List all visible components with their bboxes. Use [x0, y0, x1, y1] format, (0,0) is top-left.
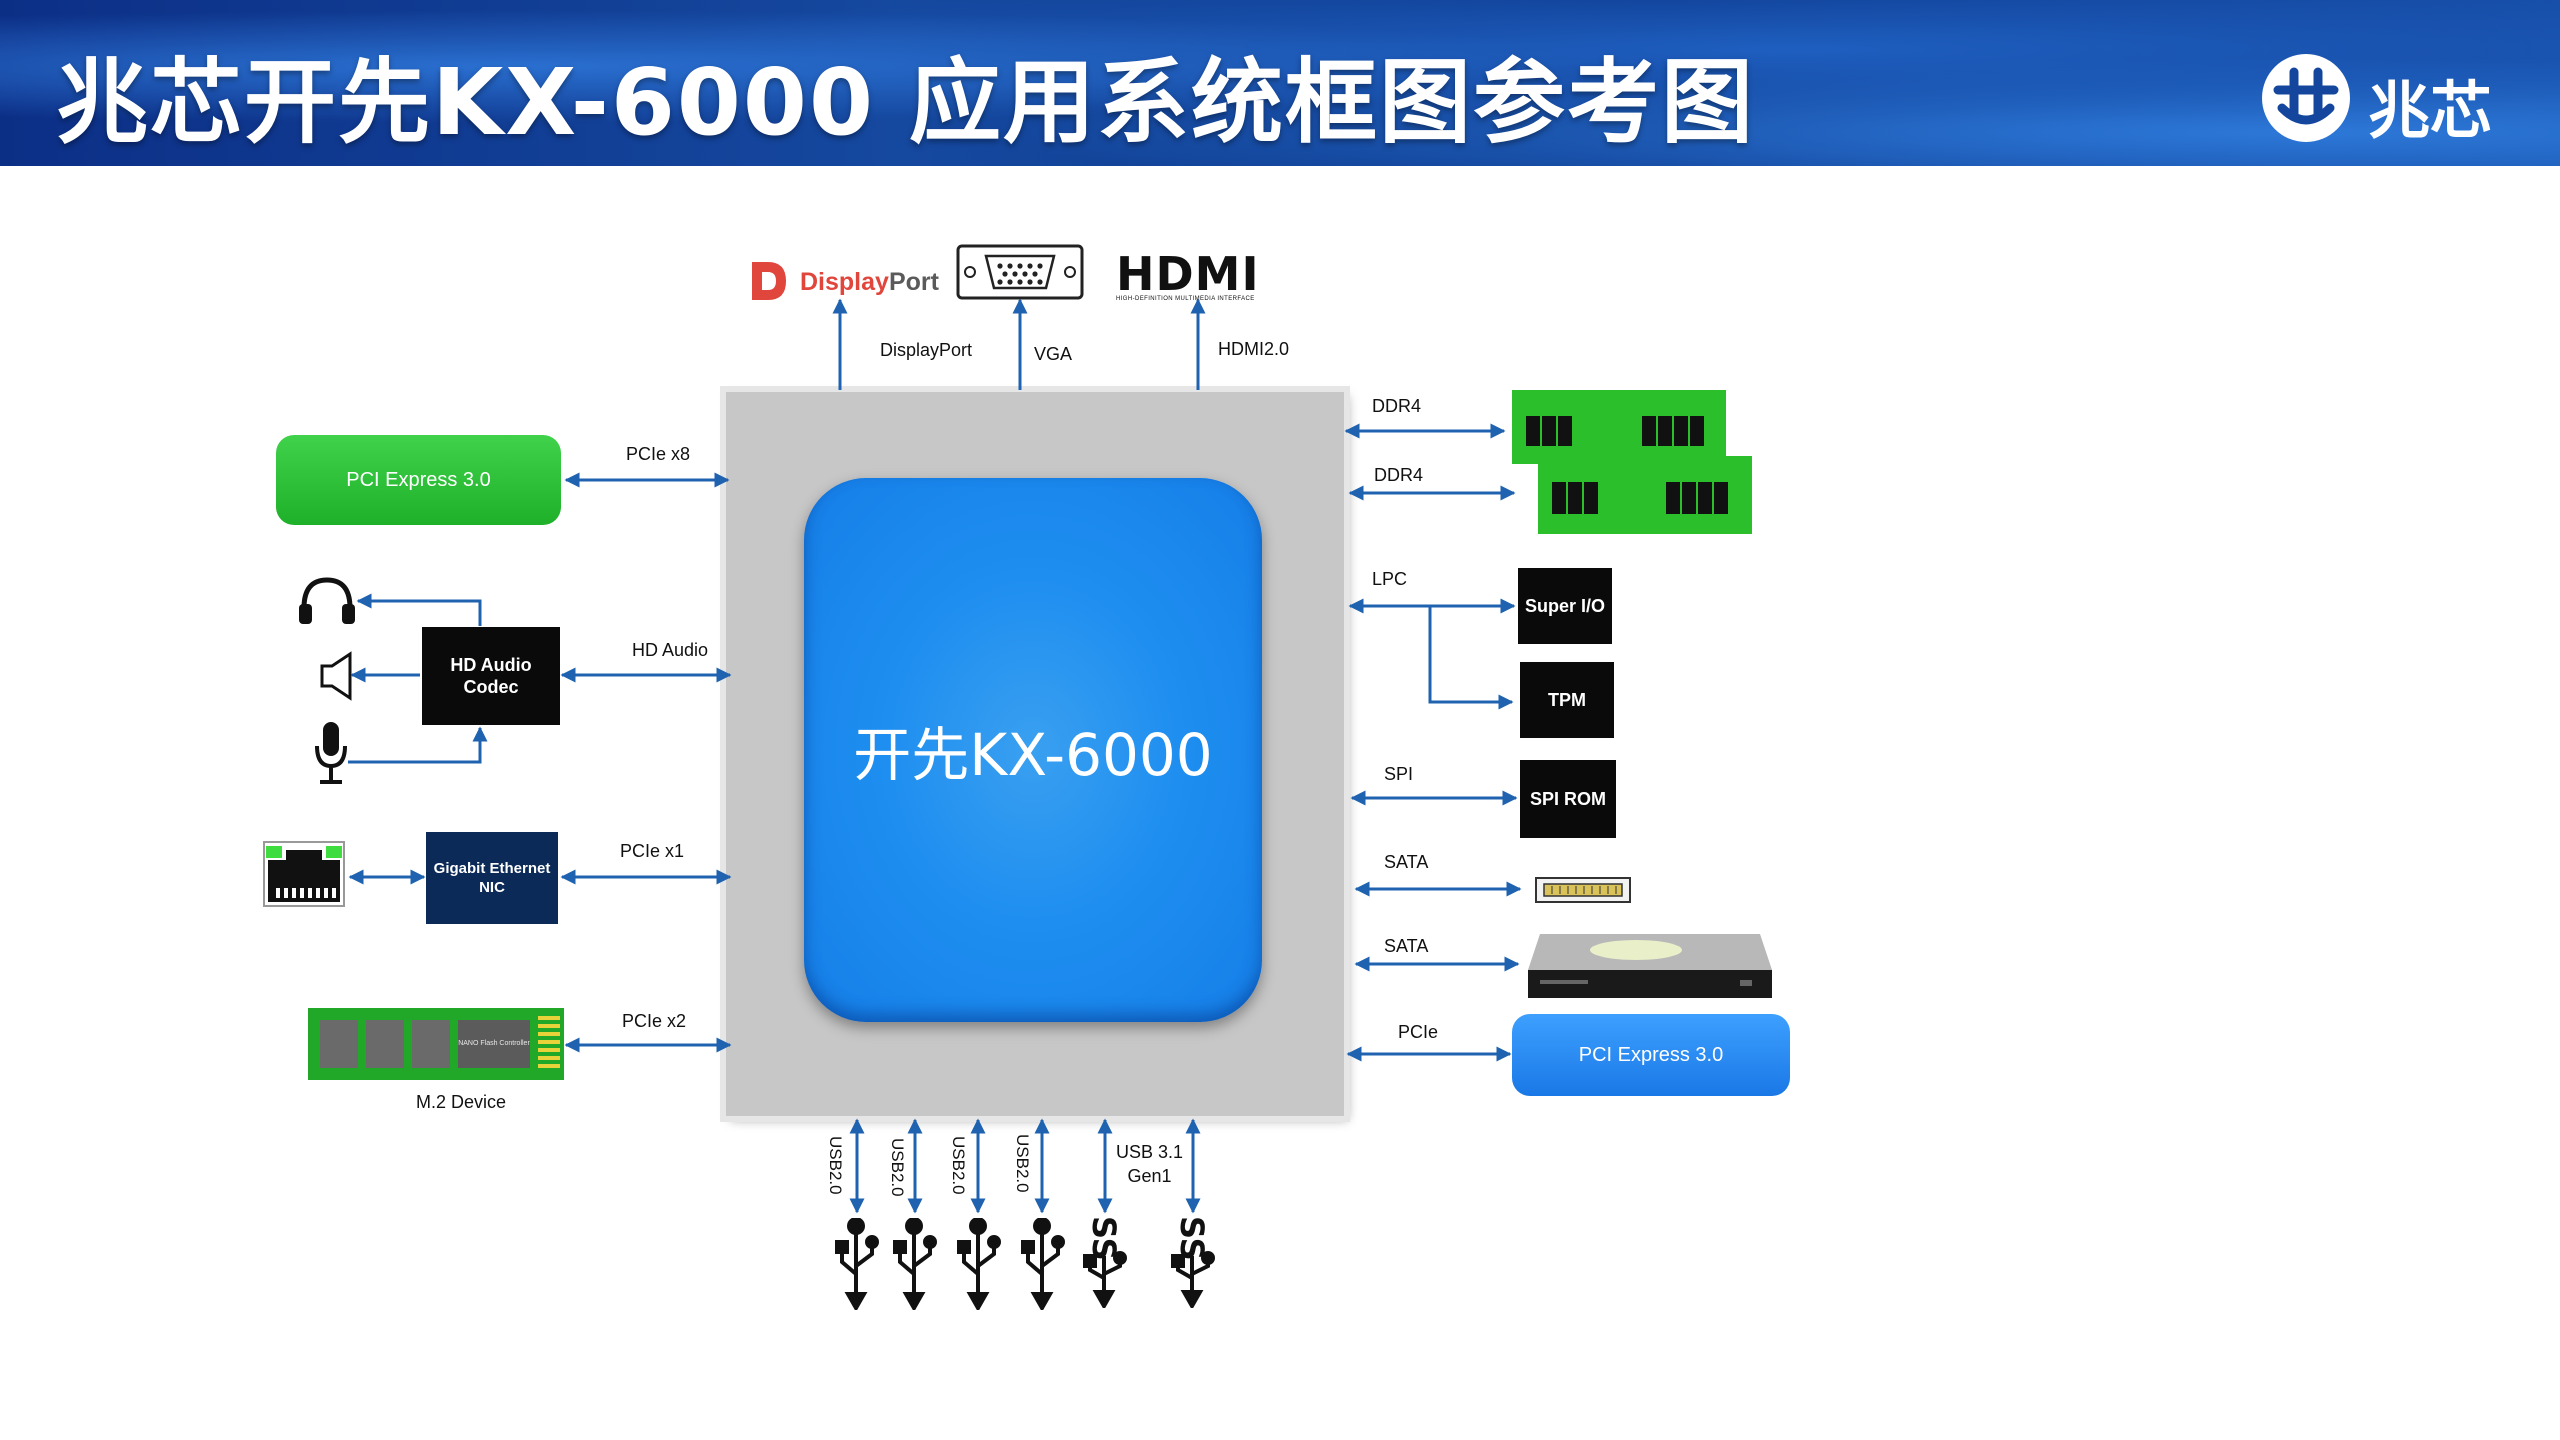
- chip-die: 开先KX-6000: [804, 478, 1262, 1022]
- headphone-icon: [296, 574, 358, 631]
- label-ddr4-2: DDR4: [1374, 465, 1424, 485]
- hdmi-tagline: HIGH-DEFINITION MULTIMEDIA INTERFACE: [1116, 296, 1255, 302]
- label-usb2-3: USB2.0: [949, 1136, 968, 1195]
- usb-superspeed-icon: SS: [1078, 1216, 1130, 1313]
- label-hd-audio: HD Audio: [632, 640, 709, 660]
- vga-connector-icon: [956, 244, 1084, 305]
- displayport-logo-prefix: Display: [800, 268, 889, 296]
- brand-logo-icon: [2262, 54, 2350, 142]
- label-usb2-2: USB2.0: [888, 1138, 907, 1197]
- pcie-card-right: PCI Express 3.0: [1512, 1014, 1790, 1096]
- label-usb2-1: USB2.0: [826, 1136, 845, 1195]
- usb-icon: [952, 1217, 1004, 1315]
- header-banner: [0, 0, 2560, 166]
- pcie-card-left: PCI Express 3.0: [276, 435, 561, 525]
- speaker-icon: [318, 650, 356, 707]
- label-pcie-right: PCIe: [1398, 1022, 1439, 1042]
- link-mic: [348, 726, 488, 764]
- displayport-logo-suffix: Port: [888, 268, 939, 296]
- label-lpc: LPC: [1372, 569, 1408, 589]
- usb-icon: [830, 1217, 882, 1315]
- m2-device-icon: NANO Flash Controller: [308, 1008, 564, 1080]
- ssd-drive-icon: [1534, 876, 1632, 909]
- optical-drive-icon: [1526, 930, 1774, 1005]
- gigabit-ethernet-nic-box: Gigabit Ethernet NIC: [426, 832, 558, 924]
- label-usb31: USB 3.1 Gen1: [1116, 1140, 1183, 1188]
- label-vga: VGA: [1034, 344, 1073, 364]
- ddr4-memory-module-icon: [1512, 388, 1752, 541]
- hdmi-logo: HDMI HIGH-DEFINITION MULTIMEDIA INTERFAC…: [1116, 247, 1286, 302]
- label-pcie-x2: PCIe x2: [622, 1011, 687, 1031]
- label-hdmi: HDMI2.0: [1218, 339, 1290, 359]
- label-usb31-line1: USB 3.1: [1116, 1142, 1184, 1162]
- hd-audio-codec-box: HD Audio Codec: [422, 627, 560, 725]
- label-usb31-line2: Gen1: [1127, 1166, 1172, 1186]
- displayport-icon: [752, 262, 786, 300]
- link-headphone: [356, 593, 482, 626]
- ss-text: SS: [1085, 1216, 1123, 1261]
- label-pcie-x8: PCIe x8: [626, 444, 691, 464]
- label-usb2-4: USB2.0: [1013, 1134, 1032, 1193]
- super-io-box: Super I/O: [1518, 568, 1612, 644]
- ethernet-port-icon: [262, 840, 346, 913]
- ss-text: SS: [1173, 1216, 1211, 1261]
- label-spi: SPI: [1384, 764, 1414, 784]
- m2-chip-text: NANO Flash Controller: [458, 1040, 530, 1047]
- hdmi-logo-text: HDMI: [1116, 247, 1260, 301]
- link-tpm: [1428, 606, 1514, 710]
- tpm-box: TPM: [1520, 662, 1614, 738]
- label-displayport: DisplayPort: [880, 340, 973, 360]
- usb-icon: [1016, 1217, 1068, 1315]
- label-pcie-x1: PCIe x1: [620, 841, 685, 861]
- brand-text: 兆芯: [2368, 74, 2493, 147]
- usb-icon: [888, 1217, 940, 1315]
- label-sata-2: SATA: [1384, 936, 1429, 956]
- label-sata-1: SATA: [1384, 852, 1429, 872]
- label-ddr4-1: DDR4: [1372, 396, 1422, 416]
- spi-rom-box: SPI ROM: [1520, 760, 1616, 838]
- page-title: 兆芯开先KX-6000 应用系统框图参考图: [56, 49, 1755, 156]
- chip-name: 开先KX-6000: [853, 721, 1213, 789]
- usb-superspeed-icon: SS: [1166, 1216, 1218, 1313]
- microphone-icon: [312, 720, 350, 793]
- label-m2-device: M.2 Device: [416, 1092, 507, 1112]
